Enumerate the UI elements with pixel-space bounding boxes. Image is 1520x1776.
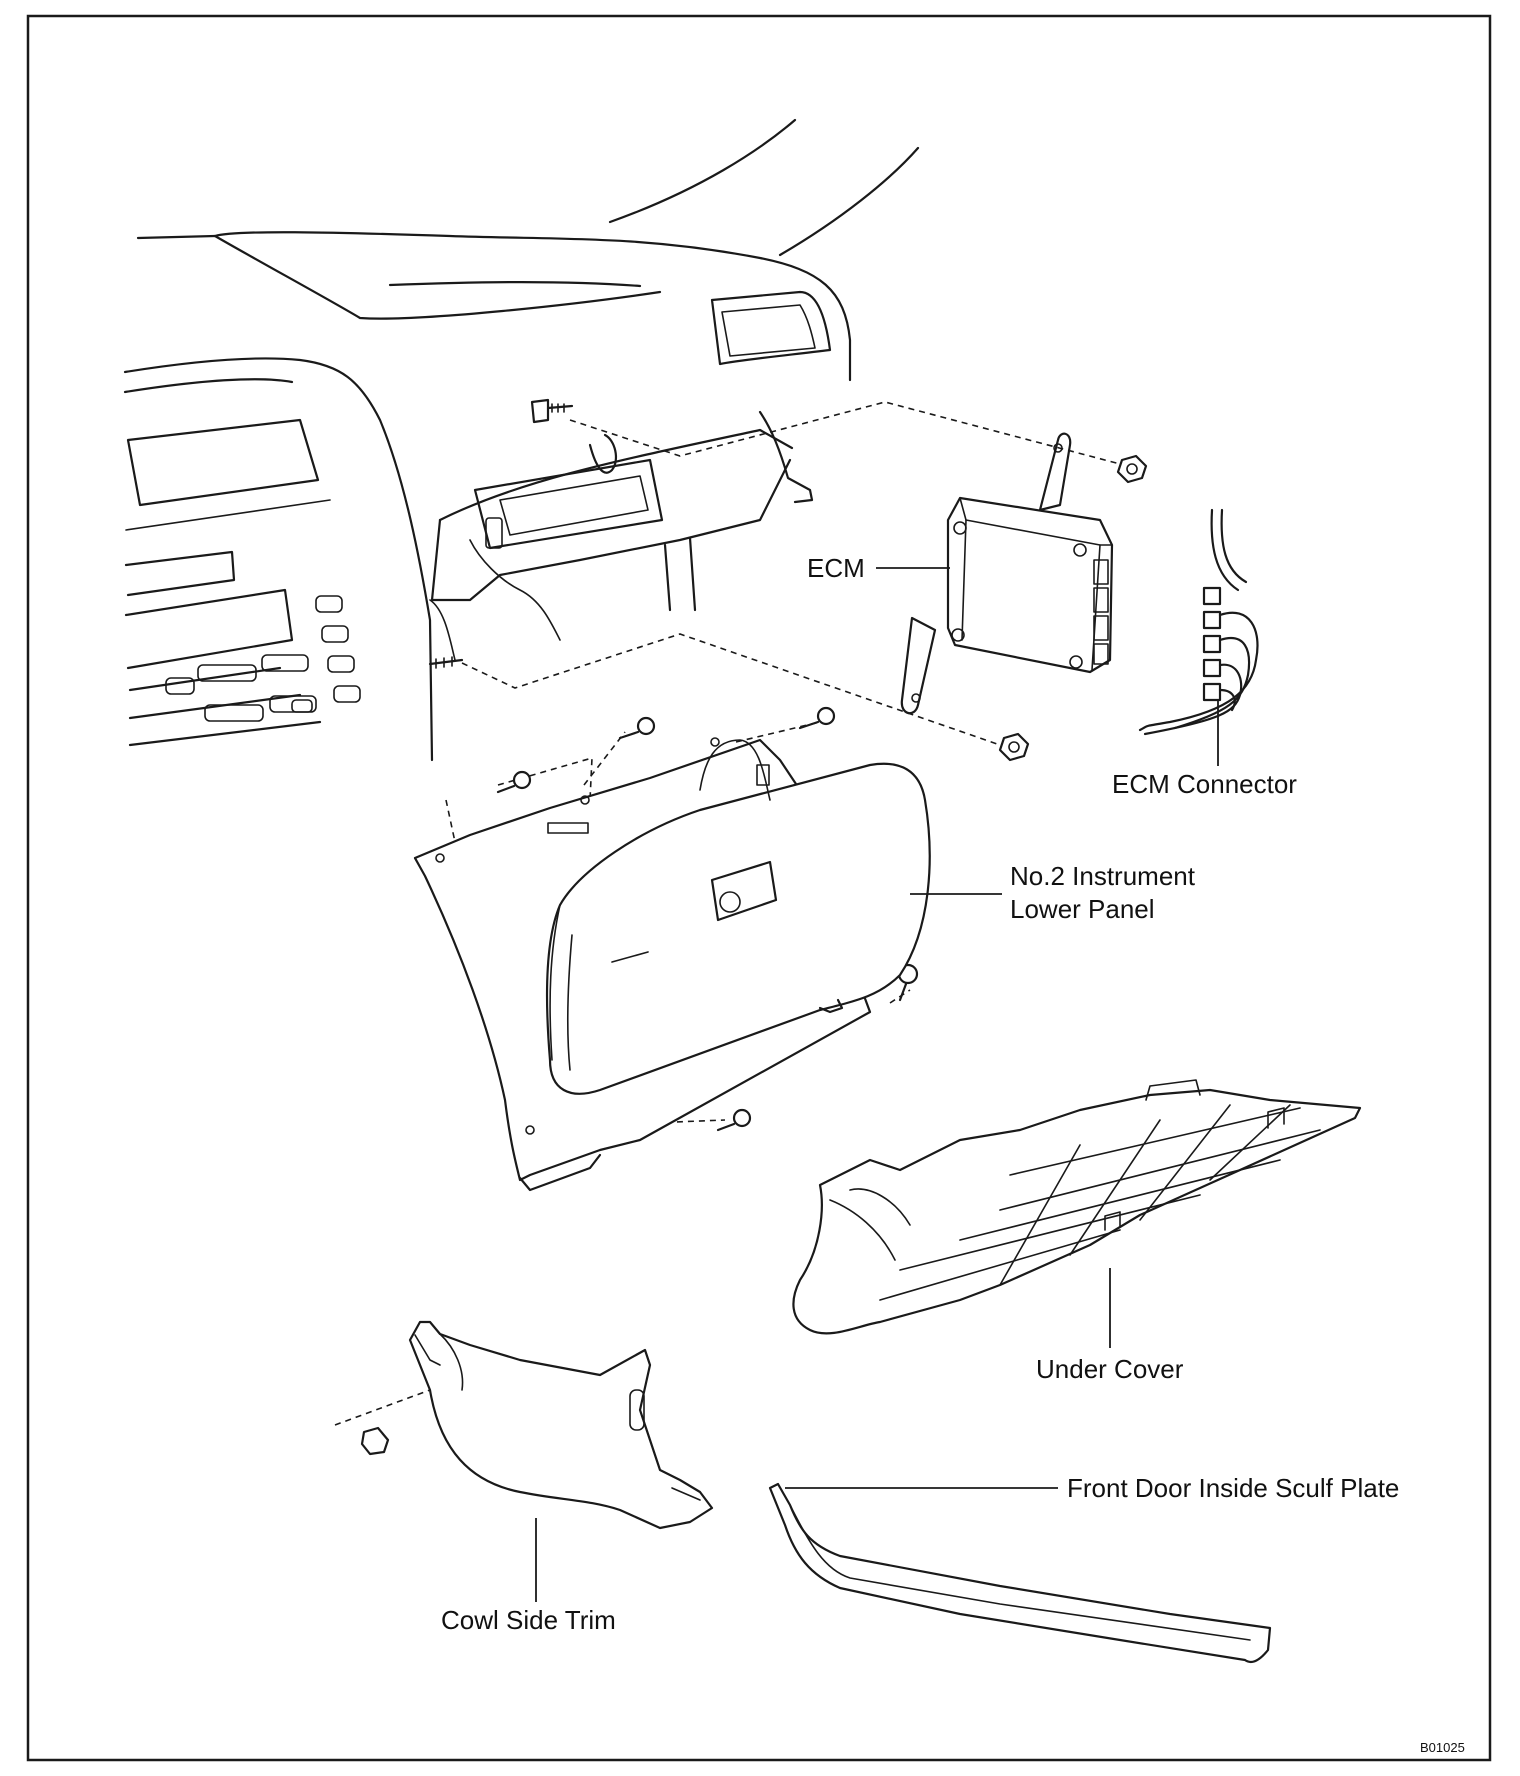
figure-code: B01025 <box>1420 1740 1465 1755</box>
instrument-panel <box>123 118 920 762</box>
under-cover <box>792 1079 1362 1335</box>
cowl-side-trim-label: Cowl Side Trim <box>441 1605 616 1635</box>
ecm-nuts <box>998 454 1148 762</box>
front-door-scuff-plate <box>768 1482 1272 1664</box>
ecm-connector <box>1138 508 1259 736</box>
no2-instrument-lower-panel <box>413 737 931 1192</box>
leader-lines <box>535 567 1219 1602</box>
diagram-frame <box>26 14 1492 1762</box>
no2-instrument-lower-panel-label-line1: No.2 Instrument <box>1010 861 1195 891</box>
no2-instrument-lower-panel-label-line2: Lower Panel <box>1010 894 1155 924</box>
scuff-plate-label: Front Door Inside Sculf Plate <box>1067 1473 1400 1503</box>
ecm-unit <box>900 432 1114 715</box>
cowl-side-trim <box>408 1320 714 1530</box>
ecm-label: ECM <box>807 553 865 583</box>
screws <box>360 706 919 1456</box>
ecm-connector-label: ECM Connector <box>1112 769 1297 799</box>
under-cover-label: Under Cover <box>1036 1354 1184 1384</box>
